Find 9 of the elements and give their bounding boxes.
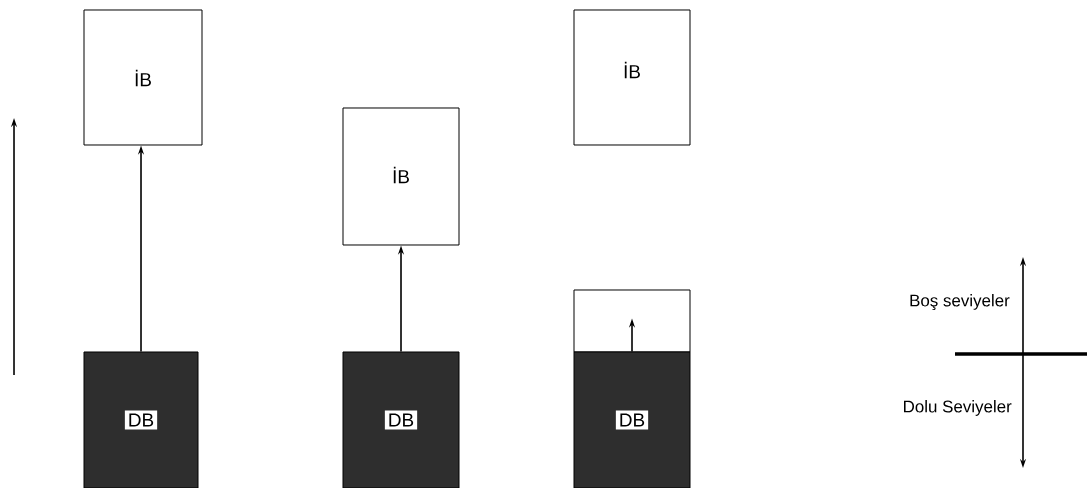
band-box: DB (83, 351, 199, 488)
empty-box (573, 289, 691, 353)
band-box: İB (342, 107, 460, 246)
band-box: DB (573, 351, 691, 488)
level-label: Boş seviyeler (910, 294, 1010, 310)
band-box: İB (573, 9, 691, 146)
band-box: DB (342, 351, 460, 488)
level-label: Dolu Seviyeler (904, 400, 1012, 416)
band-box: İB (83, 9, 203, 146)
